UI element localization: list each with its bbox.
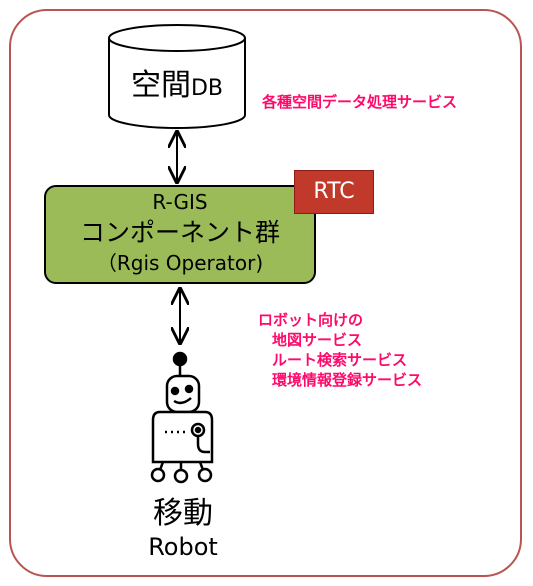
component-operator: （Rgis Operator) <box>96 251 264 275</box>
database-label: 空間DB <box>109 60 245 104</box>
database-label-suffix: DB <box>190 76 224 101</box>
robot-service-item: 環境情報登録サービス <box>272 371 423 389</box>
robot-label-jp: 移動 <box>153 496 213 531</box>
rtc-badge: RTC <box>294 170 374 214</box>
component-name: R-GIS <box>152 190 208 214</box>
database-services-text: 各種空間データ処理サービス <box>262 93 458 111</box>
component-box: R-GIS コンポーネント群 （Rgis Operator) <box>44 185 316 284</box>
robot-service-item: ルート検索サービス <box>272 351 408 369</box>
outer-frame <box>9 9 522 577</box>
database-cylinder <box>108 24 246 129</box>
robot-services-list: ロボット向けの 地図サービス ルート検索サービス 環境情報登録サービス <box>258 310 422 390</box>
robot-service-item: 地図サービス <box>272 331 363 349</box>
robot-icon <box>150 351 214 484</box>
robot-label-en: Robot <box>148 533 218 561</box>
robot-services-heading: ロボット向けの <box>258 311 364 329</box>
component-title: コンポーネント群 <box>79 218 280 247</box>
database-label-main: 空間 <box>130 68 191 103</box>
